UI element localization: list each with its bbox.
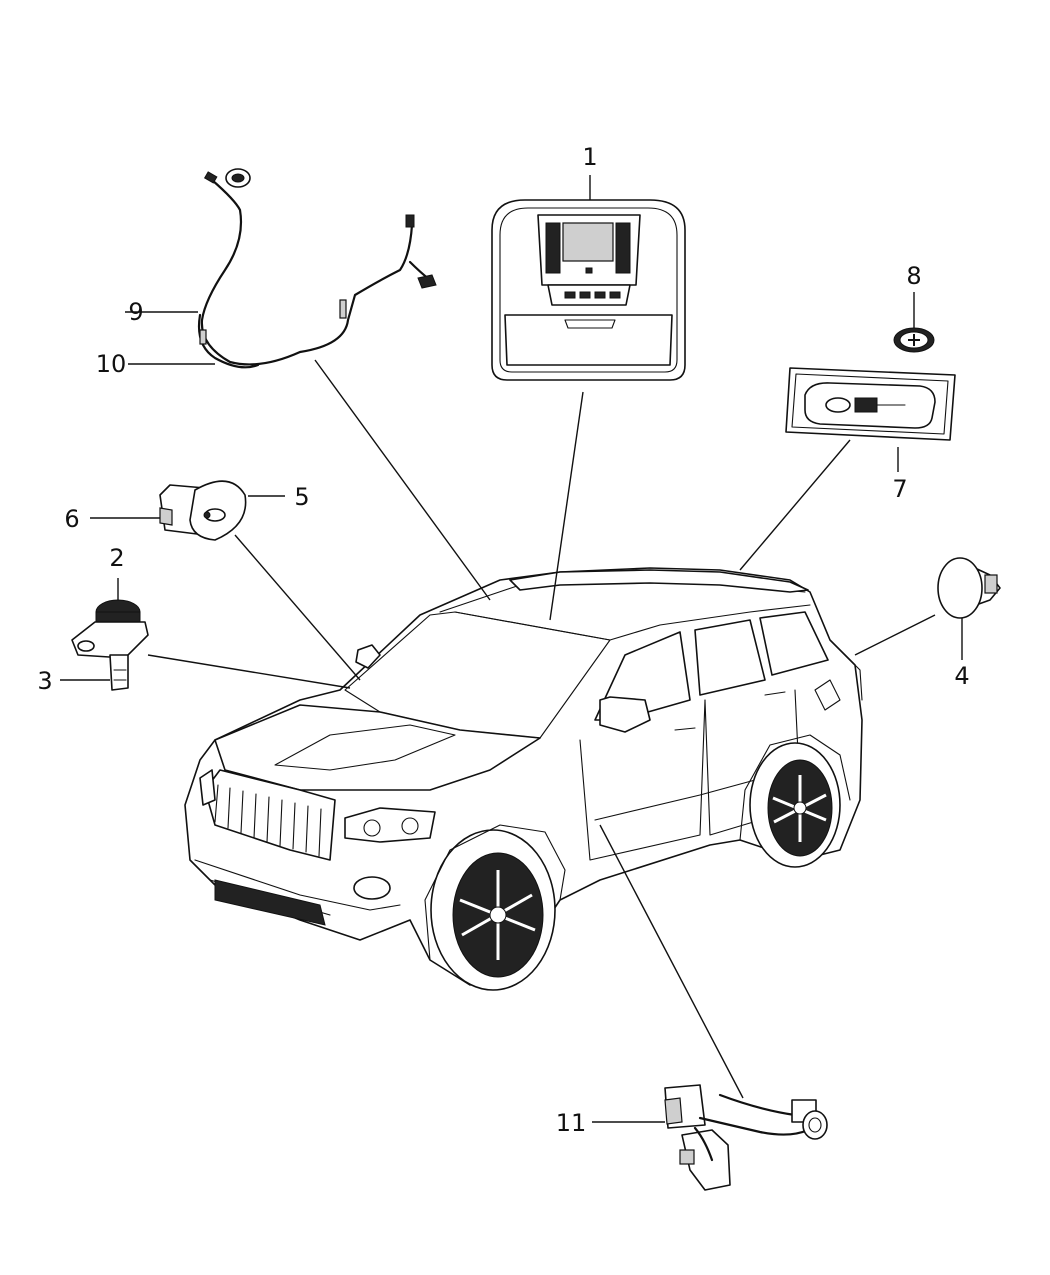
callout-6: 6 <box>64 505 79 533</box>
callout-10: 10 <box>96 350 127 378</box>
wire-harness-icon <box>664 1084 828 1191</box>
wire-harness-icon <box>197 168 437 369</box>
callout-4: 4 <box>954 662 969 690</box>
callout-8: 8 <box>906 262 921 290</box>
leader-lines <box>60 175 963 1123</box>
callout-2: 2 <box>109 544 124 572</box>
suv-vehicle-icon <box>184 567 863 991</box>
callout-9: 9 <box>128 298 143 326</box>
overhead-console-icon <box>491 199 686 381</box>
callout-3: 3 <box>37 667 52 695</box>
plug-icon <box>893 327 935 353</box>
callout-11: 11 <box>556 1109 587 1137</box>
switch-icon <box>159 480 247 541</box>
cargo-lamp-icon <box>785 367 956 441</box>
callout-1: 1 <box>582 143 597 171</box>
dome-lamp-icon <box>937 557 1001 619</box>
callout-7: 7 <box>892 475 907 503</box>
callout-5: 5 <box>294 483 309 511</box>
sensor-icon <box>71 599 149 691</box>
